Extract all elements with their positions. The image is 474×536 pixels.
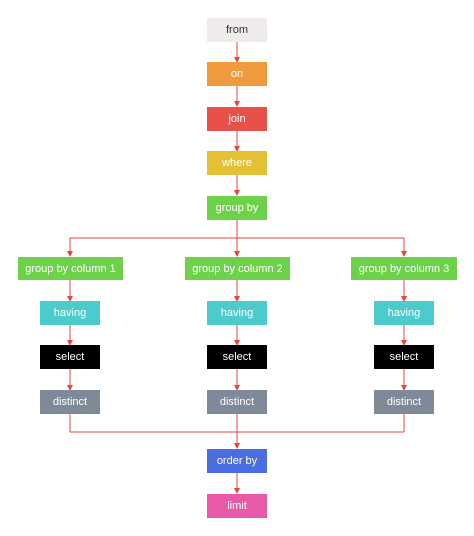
node-limit: limit: [207, 494, 267, 518]
node-group-by-column-2: group by column 2: [185, 257, 290, 280]
node-group-by: group by: [207, 196, 267, 220]
node-group-by-column-1: group by column 1: [18, 257, 123, 280]
node-on: on: [207, 62, 267, 86]
node-from: from: [207, 18, 267, 42]
node-having-2: having: [207, 301, 267, 325]
node-select-3: select: [374, 345, 434, 369]
node-distinct-2: distinct: [207, 390, 267, 414]
node-distinct-3: distinct: [374, 390, 434, 414]
node-select-1: select: [40, 345, 100, 369]
node-join: join: [207, 107, 267, 131]
node-distinct-1: distinct: [40, 390, 100, 414]
node-having-3: having: [374, 301, 434, 325]
node-order-by: order by: [207, 449, 267, 473]
node-having-1: having: [40, 301, 100, 325]
node-select-2: select: [207, 345, 267, 369]
node-where: where: [207, 151, 267, 175]
node-group-by-column-3: group by column 3: [351, 257, 457, 280]
